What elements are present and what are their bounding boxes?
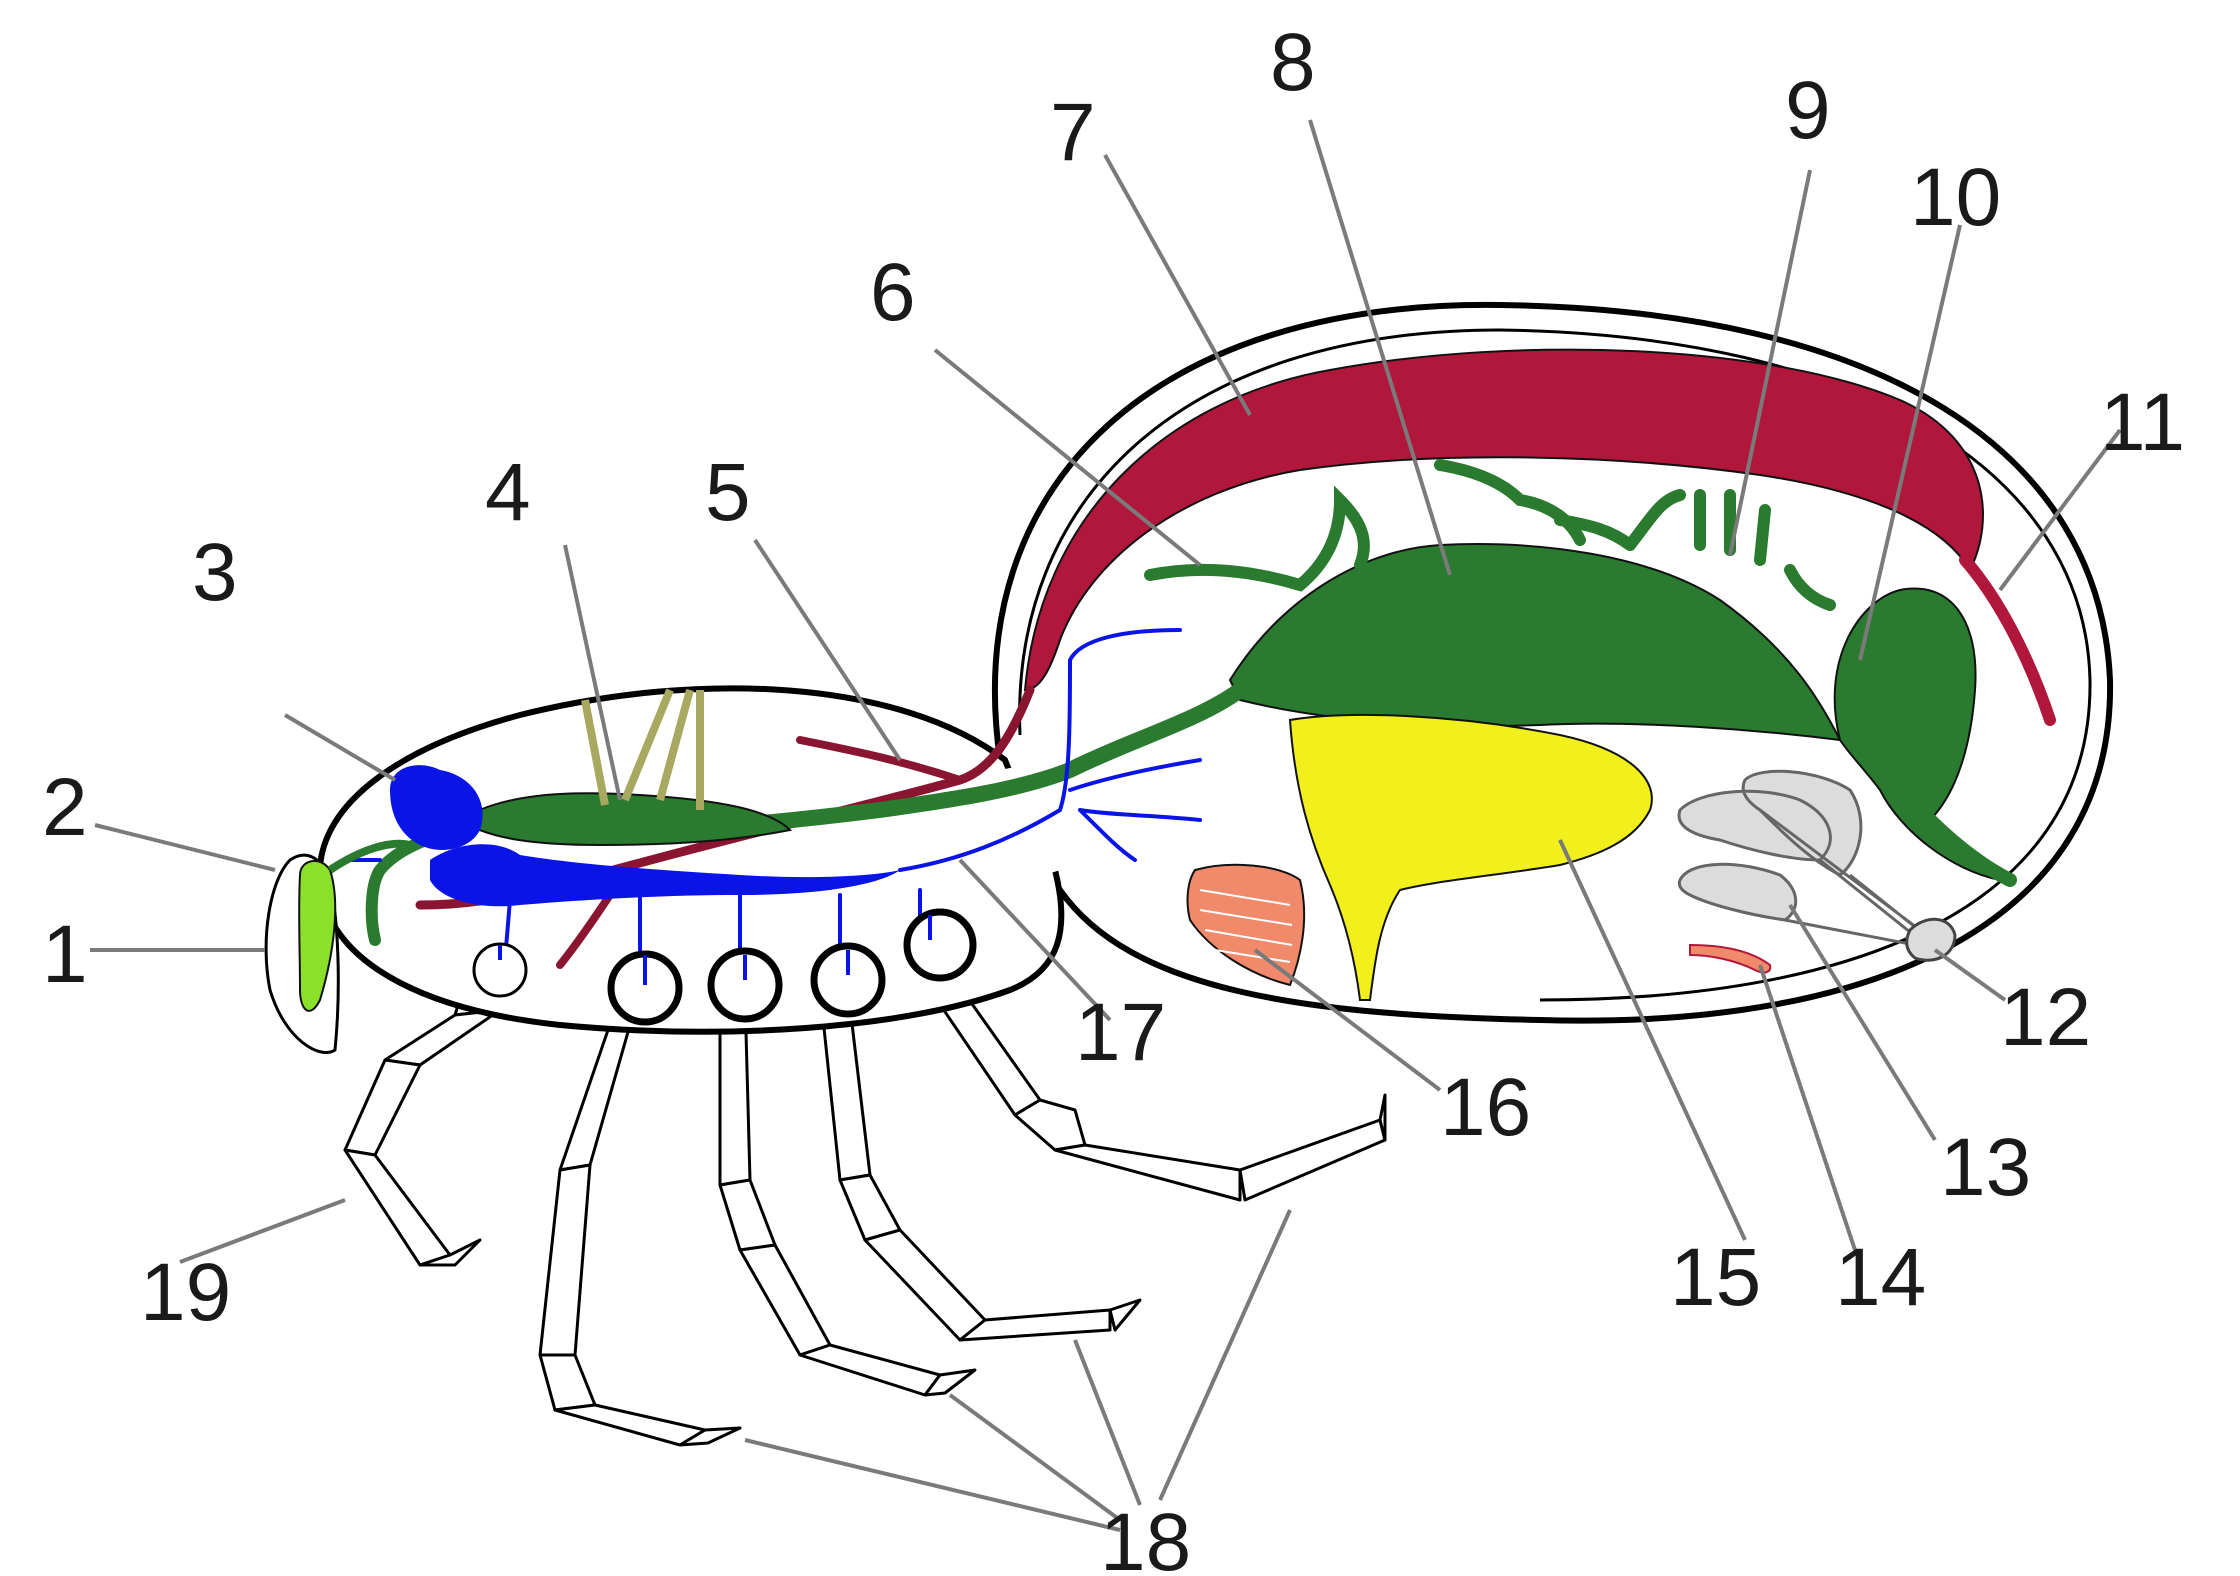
label-3: 3 (192, 527, 238, 618)
label-16: 16 (1440, 1062, 1531, 1153)
label-19: 19 (140, 1247, 231, 1338)
label-4: 4 (485, 447, 531, 538)
label-17: 17 (1075, 987, 1166, 1078)
label-1: 1 (42, 909, 88, 1000)
label-15: 15 (1670, 1232, 1761, 1323)
label-6: 6 (870, 247, 916, 338)
label-8: 8 (1270, 17, 1316, 108)
leg-1 (540, 990, 740, 1445)
label-7: 7 (1050, 87, 1096, 178)
legs-group (345, 960, 1385, 1445)
label-13: 13 (1940, 1122, 2031, 1213)
label-2: 2 (42, 762, 88, 853)
label-5: 5 (705, 447, 751, 538)
label-9: 9 (1785, 65, 1831, 156)
spinnerets (1907, 919, 1955, 960)
label-10: 10 (1910, 152, 2001, 243)
label-14: 14 (1835, 1232, 1926, 1323)
label-11: 11 (2100, 377, 2185, 468)
label-12: 12 (2000, 972, 2091, 1063)
label-18: 18 (1100, 1497, 1191, 1576)
